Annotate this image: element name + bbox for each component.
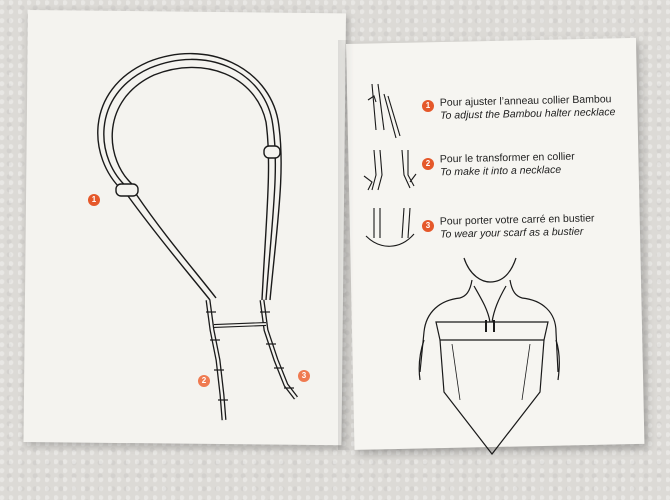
step-number-badge: 1 [422,100,434,112]
step-3-badge: 3 [298,370,310,382]
step-1-badge: 1 [88,194,100,206]
step-number-badge: 2 [422,158,434,170]
bustier-figure-illustration [418,257,560,455]
bambou-necklace-illustration [97,52,298,421]
step-item: Pour le transformer en collier To make i… [440,151,575,180]
step-item: Pour porter votre carré en bustier To we… [440,212,595,241]
step-2-badge: 2 [198,375,210,387]
step-number-badge: 3 [422,220,434,232]
step-3-illustration [365,207,415,247]
step-1-illustration [367,83,401,139]
step-item: Pour ajuster l’anneau collier Bambou To … [440,93,616,123]
step-2-illustration [363,149,417,191]
booklet-spine [338,40,354,450]
